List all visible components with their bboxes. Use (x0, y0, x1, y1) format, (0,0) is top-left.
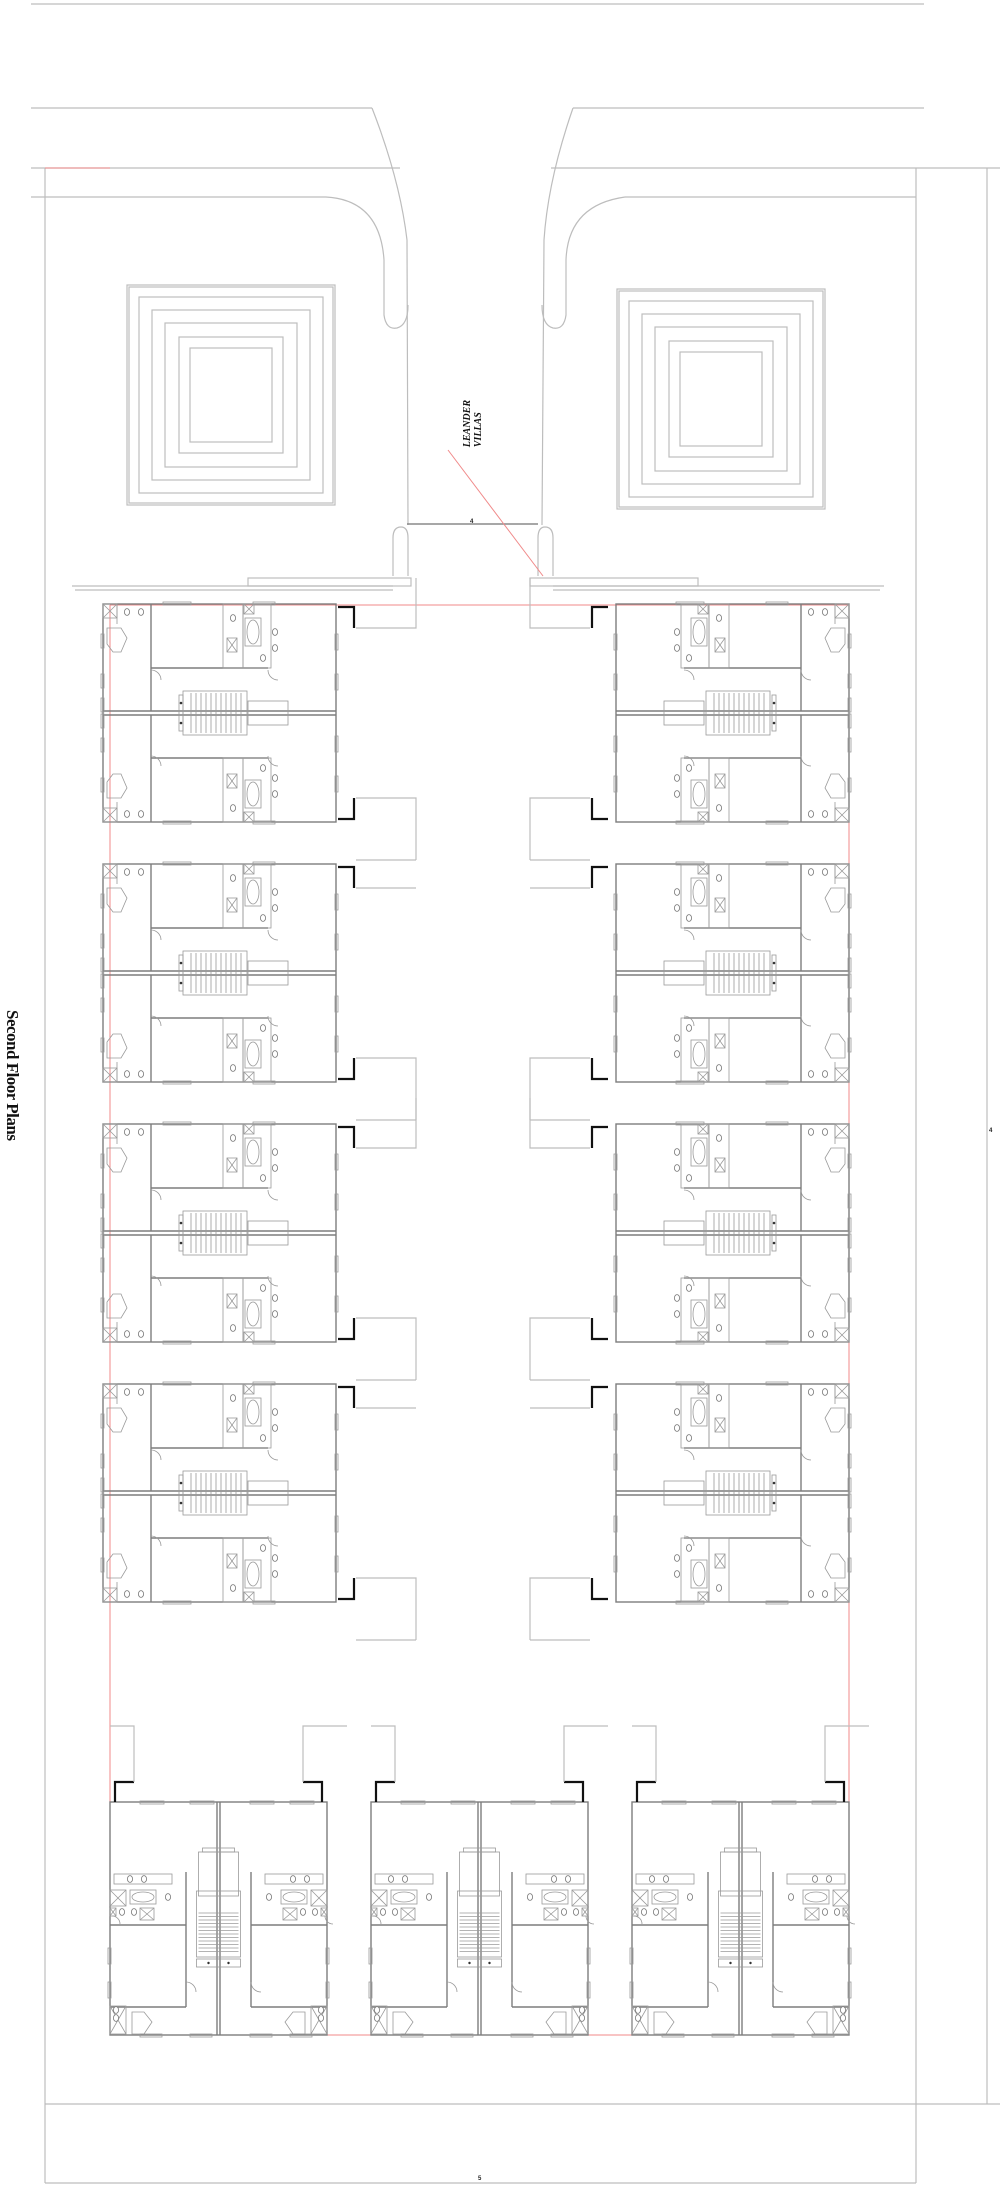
building-UL3 (100, 1098, 417, 1381)
dimension-tag-center: 4 (470, 519, 474, 525)
stair (663, 690, 777, 736)
stair (663, 1210, 777, 1256)
project-label-line1: LEANDER (462, 400, 473, 448)
stair (178, 950, 289, 996)
building-UR4 (529, 1381, 852, 1641)
balcony (338, 865, 417, 1121)
dimension-tag-right: 4 (989, 1128, 993, 1134)
balcony (371, 1725, 608, 1802)
sidewalks (72, 577, 884, 591)
building-column-left (100, 578, 417, 1641)
stair (178, 1470, 289, 1516)
building-L2 (368, 1725, 608, 2038)
project-label-line2: VILLAS (473, 412, 484, 448)
balcony (110, 1725, 347, 1802)
sheet-title: Second Floor Plans (3, 1010, 22, 1141)
stair (663, 1470, 777, 1516)
balcony (529, 865, 608, 1121)
balcony (529, 578, 608, 861)
building-column-right (529, 578, 852, 1641)
stair (196, 1847, 241, 1968)
pyramid-P-right (616, 288, 826, 510)
landscape-features (126, 284, 826, 510)
project-label: LEANDER VILLAS (462, 400, 484, 447)
dimension-tag-bottom: 5 (478, 2176, 482, 2182)
building-UL2 (100, 861, 417, 1121)
building-L1 (107, 1725, 347, 2038)
building-UL4 (100, 1381, 417, 1641)
balcony (338, 1098, 417, 1381)
stair (178, 1210, 289, 1256)
building-UR3 (529, 1098, 852, 1381)
pyramid-P-left (126, 284, 336, 506)
building-UR1 (529, 578, 852, 861)
stair (663, 950, 777, 996)
balcony (529, 1385, 608, 1641)
balcony (632, 1725, 869, 1802)
site-boundary (44, 167, 1000, 2184)
road-lines (31, 3, 1000, 576)
balcony (529, 1098, 608, 1381)
building-L3 (629, 1725, 869, 2038)
balcony (338, 578, 417, 861)
building-row-bottom (107, 1725, 869, 2038)
stair (718, 1847, 763, 1968)
stair (457, 1847, 502, 1968)
stair (178, 690, 289, 736)
balcony (338, 1385, 417, 1641)
building-UR2 (529, 861, 852, 1121)
building-UL1 (100, 578, 417, 861)
